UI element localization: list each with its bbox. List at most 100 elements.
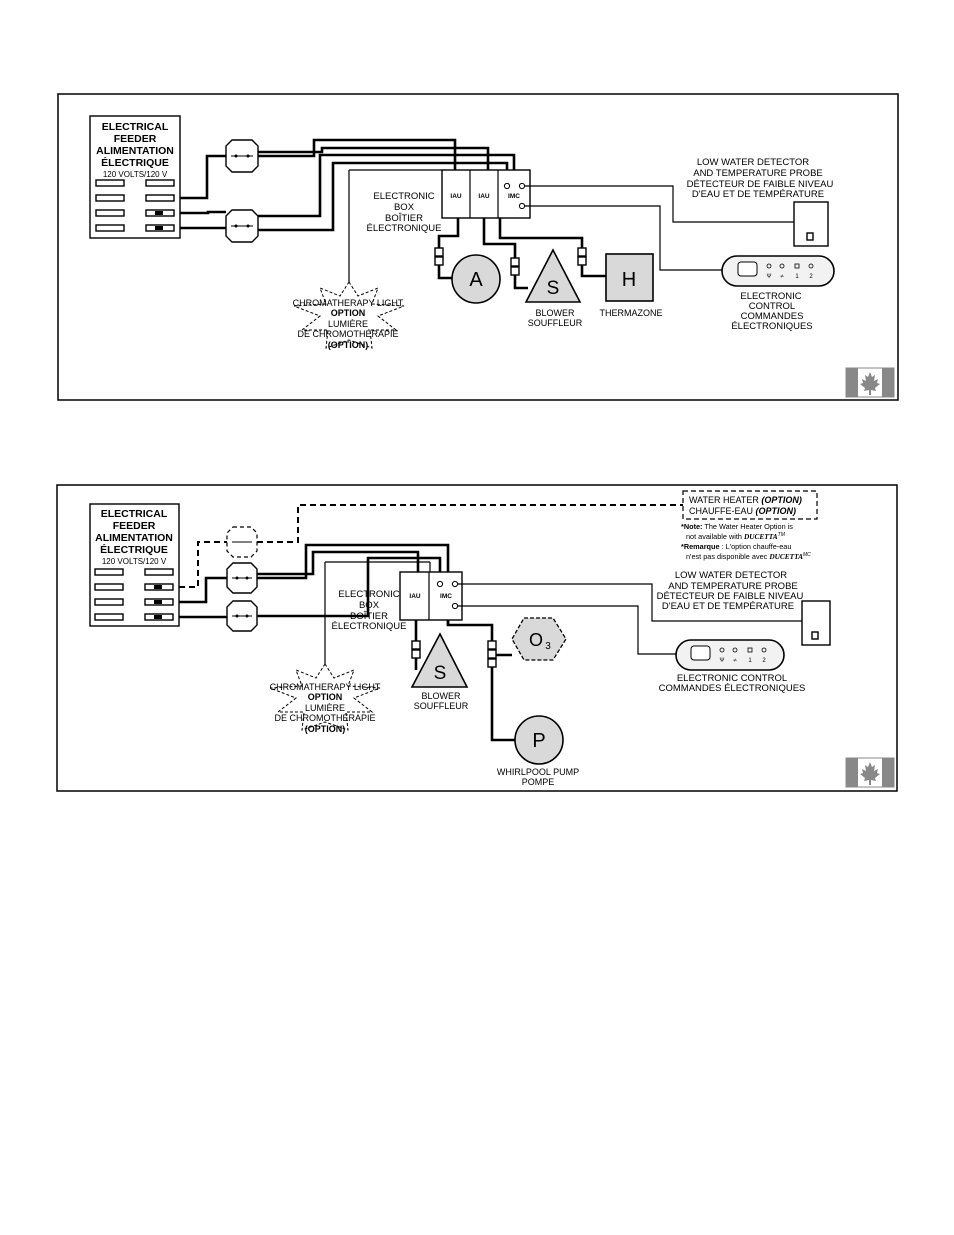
connector-icon: [487, 658, 497, 668]
ozonator-icon: [511, 617, 567, 661]
maple-leaf-icon: [860, 762, 880, 785]
detector-indicator: [806, 232, 814, 241]
connector-icon: [510, 257, 520, 267]
blower-icon: [524, 248, 582, 303]
blower-symbol: S: [547, 278, 560, 299]
connector-icon: [434, 247, 444, 257]
breaker-slot: [95, 179, 125, 187]
control-label: COMMANDES: [741, 311, 804, 322]
feeder-label: ELECTRICAL: [101, 508, 168, 520]
svg-text:2: 2: [762, 658, 766, 664]
gfci-breaker-optional: [226, 526, 258, 558]
detector-label: LOW WATER DETECTOR: [675, 570, 787, 581]
feeder-label: ALIMENTATION: [95, 532, 173, 544]
feeder-label: ELECTRICAL: [102, 121, 169, 133]
connector-icon: [577, 247, 587, 257]
heater-wire: [257, 504, 683, 543]
control-label: ÉLECTRONIQUES: [731, 321, 812, 332]
chroma-label: LUMIÈRE: [305, 703, 345, 713]
feeder-box: [89, 115, 181, 239]
heater-label: WATER HEATER (OPTION): [689, 495, 802, 505]
feeder-voltage: 120 VOLTS/120 V: [103, 170, 168, 179]
wire-motor-a: [437, 218, 460, 280]
breaker-slot: [94, 583, 124, 591]
detector-wire: [458, 583, 802, 622]
breaker-slot: [95, 209, 125, 217]
chroma-label: OPTION: [308, 692, 343, 702]
gfci-breaker-2: [226, 600, 258, 632]
thermazone-icon: [605, 253, 654, 302]
heater-note: not available with DUCETTATM: [686, 532, 786, 541]
breaker-slot: [94, 613, 124, 621]
electronic-box: IAU IAU IMC: [441, 169, 531, 219]
electronic-control-pad-icon: Ψ ≁ 1 2: [675, 639, 785, 671]
svg-text:≁: ≁: [779, 274, 784, 280]
iau-label: IAU: [409, 593, 421, 600]
feeder-voltage: 120 VOLTS/120 V: [102, 557, 167, 566]
canada-flag-icon: [845, 757, 895, 788]
pump-label: WHIRLPOOL PUMP: [497, 767, 579, 777]
connector-icon: [577, 256, 587, 266]
chroma-label: LUMIÈRE: [328, 319, 368, 329]
chroma-label: DE CHROMOTHÉRAPIE: [274, 713, 375, 723]
wire: [179, 576, 227, 604]
breaker-slot: [95, 224, 125, 232]
breaker-slot: [145, 194, 175, 202]
connector-icon: [411, 649, 421, 659]
motor-a-icon: [451, 254, 501, 304]
breaker-slot: [145, 179, 175, 187]
wire-pump: [446, 620, 515, 742]
blower-label: BLOWER: [421, 691, 461, 701]
diagram-2: ELECTRICAL FEEDER ALIMENTATION ÉLECTRIQU…: [56, 484, 898, 792]
chroma-label: DE CHROMOTHÉRAPIE: [297, 329, 398, 339]
maple-leaf-icon: [860, 372, 880, 395]
blower-label: BLOWER: [535, 308, 575, 318]
electronic-box-label: BOX: [359, 600, 380, 611]
control-wire: [458, 605, 676, 655]
svg-text:Ψ: Ψ: [766, 274, 771, 280]
electronic-box: IAU IMC: [399, 571, 463, 621]
detector-label: DÉTECTEUR DE FAIBLE NIVEAU: [687, 179, 834, 190]
water-heater-option-box: [682, 490, 818, 520]
chroma-label: (OPTION): [305, 724, 346, 734]
imc-label: IMC: [440, 593, 452, 600]
ozonator-symbol: O: [529, 630, 543, 650]
connector-icon: [487, 640, 497, 650]
thermazone-symbol: H: [622, 269, 636, 291]
wire-blower: [482, 218, 528, 290]
chromatherapy-light-icon: [269, 663, 381, 731]
wire: [180, 210, 226, 215]
canada-flag-icon: [845, 367, 895, 398]
heater-note: *Note: The Water Heater Option is: [681, 522, 793, 531]
heater-label: CHAUFFE-EAU (OPTION): [689, 506, 796, 516]
svg-text:2: 2: [809, 274, 813, 280]
feeder-label: FEEDER: [114, 133, 157, 145]
heater-note: *Remarque : L'option chauffe-eau: [681, 542, 791, 551]
blower-symbol: S: [434, 663, 447, 684]
electronic-box-label: ELECTRONIC: [373, 191, 434, 202]
electronic-box-label: BOÎTIER: [350, 611, 388, 622]
breaker-toggle: [155, 211, 163, 215]
detector-label: AND TEMPERATURE PROBE: [693, 168, 823, 179]
thermazone-label: THERMAZONE: [600, 308, 663, 318]
control-label: COMMANDES ÉLECTRONIQUES: [659, 683, 806, 694]
low-water-detector-icon: [801, 600, 831, 646]
iau-label: IAU: [478, 193, 490, 200]
connector-icon: [434, 256, 444, 266]
blower-icon: [410, 632, 469, 688]
feeder-label: FEEDER: [113, 520, 156, 532]
feeder-label: ÉLECTRIQUE: [100, 543, 168, 556]
wire: [258, 153, 516, 218]
detector-label: DÉTECTEUR DE FAIBLE NIVEAU: [657, 591, 804, 602]
control-wire: [525, 205, 722, 271]
pump-symbol: P: [532, 730, 545, 752]
motor-a-symbol: A: [469, 269, 483, 291]
connector-icon: [411, 640, 421, 650]
breaker-toggle: [154, 585, 162, 589]
feeder-label: ALIMENTATION: [96, 145, 174, 157]
iau-label: IAU: [450, 193, 462, 200]
whirlpool-pump-icon: [514, 715, 564, 765]
breaker-toggle: [155, 226, 163, 230]
electrical-feeder-panel: ELECTRICAL FEEDER ALIMENTATION ÉLECTRIQU…: [89, 503, 180, 627]
